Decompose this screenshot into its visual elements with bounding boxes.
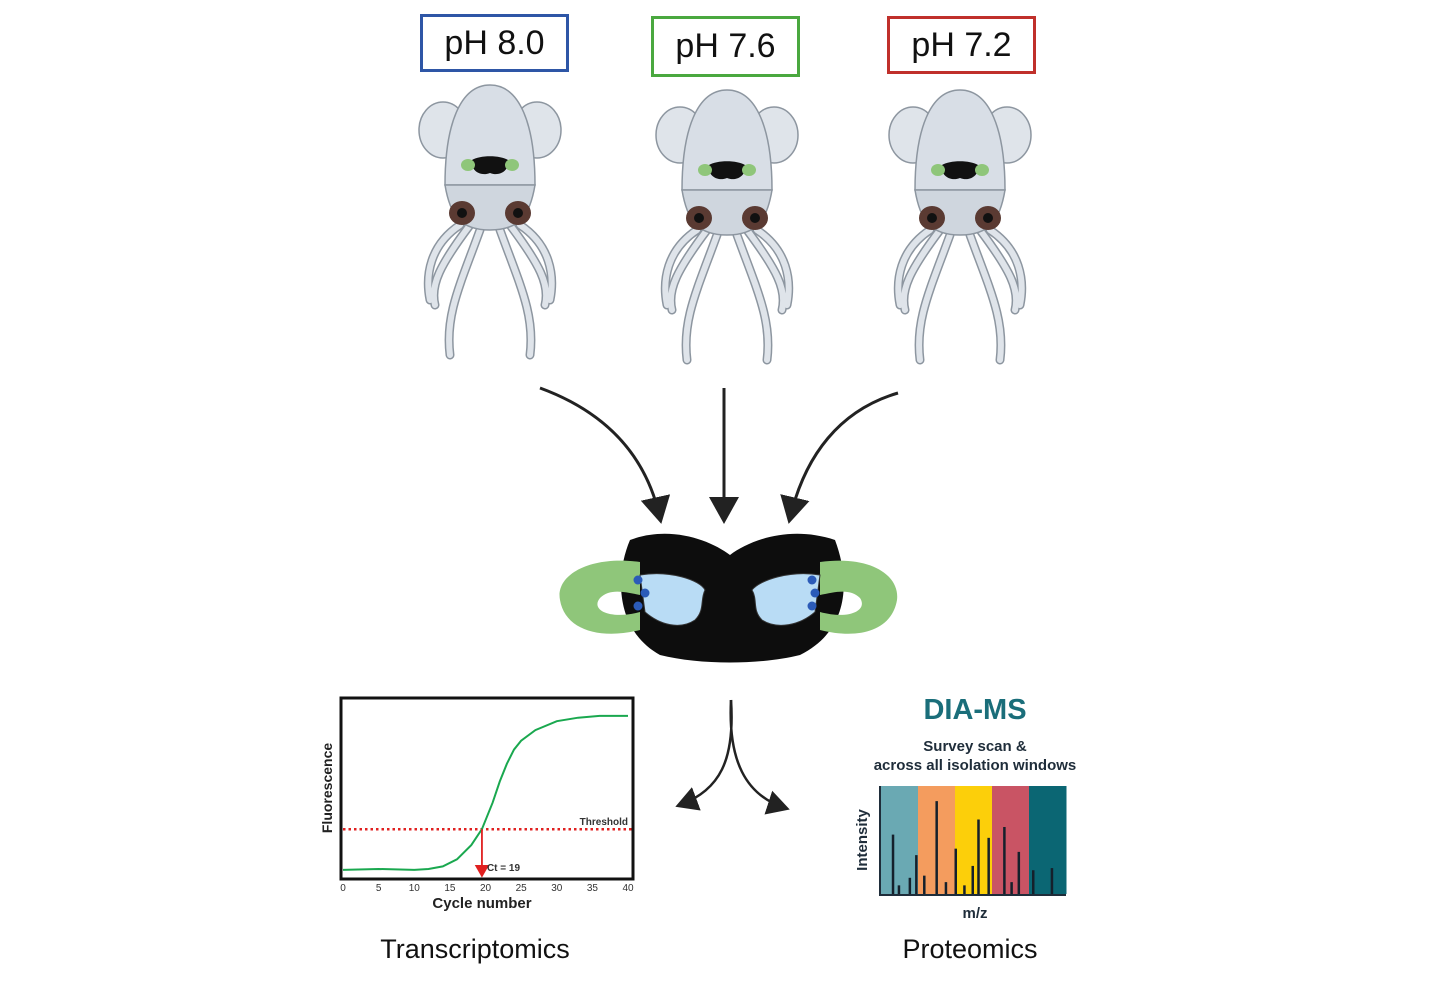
condition-label-text: pH 7.6 (675, 27, 776, 65)
condition-label-text: pH 7.2 (911, 25, 1012, 64)
arrow-left-to-organ (539, 386, 671, 524)
arrow-right-to-organ (780, 391, 899, 524)
isolation-window (992, 786, 1030, 894)
condition-label-ph-7-6: pH 7.6 (651, 16, 800, 77)
light-organ-icon (559, 533, 898, 663)
dia-ms-title: DIA-MS (923, 694, 1027, 726)
squid-ph-7-6-icon (656, 90, 798, 360)
x-tick-label: 20 (480, 883, 492, 894)
condition-label-text: pH 8.0 (444, 23, 545, 62)
transcriptomics-label: Transcriptomics (380, 934, 570, 964)
y-axis-label: Fluorescence (319, 743, 335, 833)
ct-label: Ct = 19 (487, 863, 521, 874)
condition-label-ph-7-2: pH 7.2 (887, 16, 1036, 74)
x-tick-label: 30 (551, 883, 563, 894)
arrow-to-proteomics (729, 699, 790, 815)
ms-x-axis-label: m/z (962, 905, 987, 922)
qpcr-frame (339, 696, 635, 881)
subtitle-line: across all isolation windows (873, 757, 1077, 774)
ms-y-axis-label: Intensity (854, 809, 871, 871)
condition-label-ph-8-0: pH 8.0 (420, 14, 569, 72)
squid-ph-7-2-icon (889, 90, 1031, 360)
dia-ms-chart: m/z Intensity (854, 786, 1067, 922)
squid-ph-8-0-icon (419, 85, 561, 355)
proteomics-label: Proteomics (902, 934, 1038, 964)
x-tick-label: 0 (340, 883, 346, 894)
qpcr-chart: Threshold Ct = 19 0 5 10 15 20 25 30 35 40 Cycle… (319, 696, 635, 912)
x-tick-label: 25 (516, 883, 528, 894)
dia-ms-subtitle: Survey scan & across all isolation window… (874, 737, 1077, 775)
x-axis-label: Cycle number (432, 895, 531, 912)
x-tick-label: 15 (444, 883, 456, 894)
x-tick-label: 5 (376, 883, 382, 894)
x-tick-label: 10 (409, 883, 421, 894)
isolation-window (881, 786, 919, 894)
x-tick-label: 40 (622, 883, 634, 894)
amplification-curve (342, 714, 628, 871)
isolation-window (1029, 786, 1067, 894)
threshold-label: Threshold (580, 817, 628, 828)
subtitle-line: Survey scan & (923, 738, 1027, 755)
x-tick-label: 35 (587, 883, 599, 894)
arrow-to-transcriptomics (675, 699, 733, 811)
